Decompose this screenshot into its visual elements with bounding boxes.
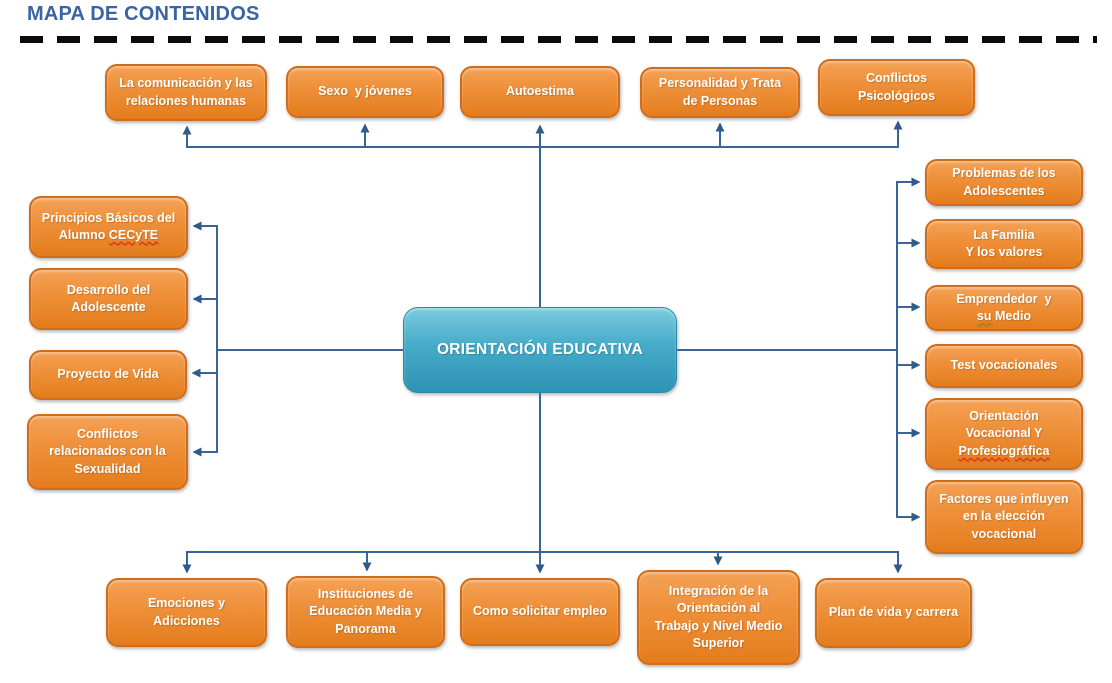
node-sexo-y-jovenes: Sexo y jóvenes: [286, 66, 444, 118]
node-label-line: Orientación: [969, 408, 1039, 423]
misspelled-word: su: [976, 309, 992, 323]
node-label: Integración de la Orientación al Trabajo…: [654, 583, 783, 651]
node-personalidad-trata-personas: Personalidad y Trata de Personas: [640, 67, 800, 118]
node-label: La comunicación y las relaciones humanas: [119, 76, 253, 108]
node-label-line: Alumno CECyTE: [58, 228, 159, 242]
node-familia-valores: La Familia Y los valores: [925, 219, 1083, 269]
node-orientacion-vocacional-profesiografica: Orientación Vocacional Y Profesiográfica: [925, 398, 1083, 470]
node-label: Instituciones de Educación Media y Panor…: [309, 586, 422, 636]
node-label: Como solicitar empleo: [472, 604, 608, 619]
node-label: Conflictos relacionados con la Sexualida…: [49, 426, 166, 476]
node-label: Desarrollo del Adolescente: [66, 282, 151, 315]
node-autoestima: Autoestima: [460, 66, 620, 118]
node-label: Emociones y Adicciones: [147, 596, 226, 628]
node-desarrollo-adolescente: Desarrollo del Adolescente: [29, 268, 188, 330]
node-label: Test vocacionales: [950, 358, 1058, 373]
node-factores-eleccion-vocacional: Factores que influyen en la elección voc…: [925, 480, 1083, 554]
node-label: La Familia Y los valores: [965, 227, 1043, 260]
node-instituciones-educacion-media: Instituciones de Educación Media y Panor…: [286, 576, 445, 648]
node-label: Problemas de los Adolescentes: [952, 166, 1056, 198]
node-test-vocacionales: Test vocacionales: [925, 344, 1083, 388]
page-title: MAPA DE CONTENIDOS: [27, 3, 260, 25]
node-label-line: Vocacional Y: [965, 426, 1043, 441]
node-principios-basicos-cecyte: Principios Básicos del Alumno CECyTE: [29, 196, 188, 258]
node-label: Personalidad y Trata de Personas: [658, 76, 782, 108]
node-label: Sexo y jóvenes: [318, 84, 412, 99]
node-emprendedor-medio: Emprendedor y su Medio: [925, 285, 1083, 331]
misspelled-word: CECyTE: [108, 228, 159, 242]
node-conflictos-sexualidad: Conflictos relacionados con la Sexualida…: [27, 414, 188, 490]
center-node-label: ORIENTACIÓN EDUCATIVA: [436, 341, 644, 358]
node-label-line: Principios Básicos del: [41, 210, 176, 225]
node-la-comunicacion-relaciones: La comunicación y las relaciones humanas: [105, 64, 267, 121]
node-label: Factores que influyen en la elección voc…: [939, 491, 1069, 541]
node-label: Plan de vida y carrera: [828, 605, 959, 620]
node-emociones-adicciones: Emociones y Adicciones: [106, 578, 267, 647]
node-integracion-orientacion-trabajo: Integración de la Orientación al Trabajo…: [637, 570, 800, 665]
title-dashed-rule: [20, 36, 1097, 43]
node-conflictos-psicologicos: Conflictos Psicológicos: [818, 59, 975, 116]
node-proyecto-de-vida: Proyecto de Vida: [29, 350, 187, 400]
node-label: Proyecto de Vida: [57, 367, 159, 382]
node-label-line: Emprendedor y: [956, 291, 1052, 306]
node-label: Autoestima: [505, 84, 575, 99]
node-problemas-adolescentes: Problemas de los Adolescentes: [925, 159, 1083, 206]
node-plan-vida-carrera: Plan de vida y carrera: [815, 578, 972, 648]
node-label-line: su Medio: [976, 309, 1032, 323]
node-como-solicitar-empleo: Como solicitar empleo: [460, 578, 620, 646]
misspelled-word: Profesiográfica: [958, 443, 1050, 458]
node-orientacion-educativa: ORIENTACIÓN EDUCATIVA: [403, 307, 677, 393]
node-label: Conflictos Psicológicos: [857, 71, 936, 103]
